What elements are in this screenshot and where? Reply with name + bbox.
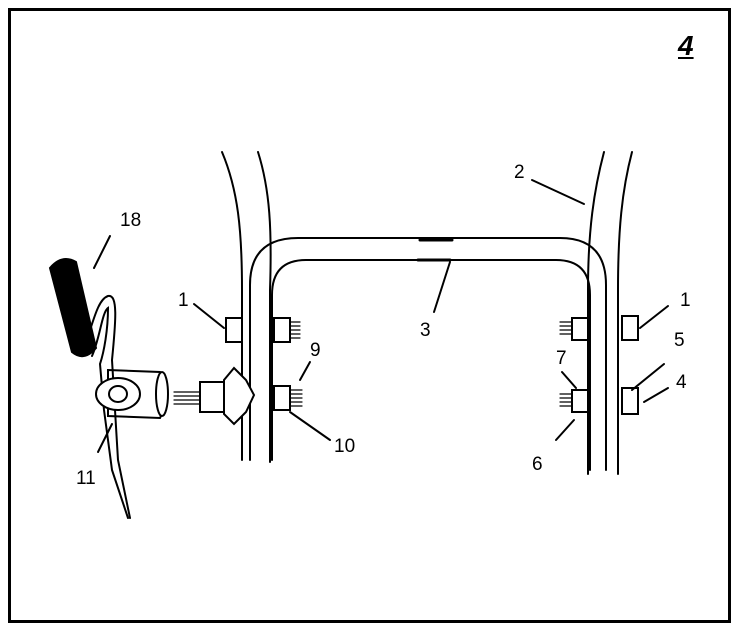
callout-2: 2 [514,162,525,183]
callout-3: 3 [420,320,431,341]
leader-lines [93,179,669,453]
shift-bracket [173,366,256,439]
left-handle-tube [221,151,272,463]
callout-1-right: 1 [680,290,691,311]
left-bottom-bolt [273,385,303,411]
callout-10: 10 [334,436,355,457]
callout-11: 11 [76,468,96,489]
callout-6: 6 [532,454,543,475]
callout-7: 7 [556,348,567,369]
callout-9: 9 [310,340,321,361]
diagram-frame [8,8,731,623]
rod-knob [48,258,98,358]
left-top-bolt [225,317,301,343]
right-bottom-bolt [559,387,639,415]
callout-5: 5 [674,330,685,351]
figure-number: 4 [678,30,694,61]
callout-4: 4 [676,372,687,393]
right-top-bolt [559,315,639,341]
u-crossbar [249,237,607,471]
callout-1-left: 1 [178,290,189,311]
right-handle-tube [587,151,633,475]
callout-18: 18 [120,210,141,231]
